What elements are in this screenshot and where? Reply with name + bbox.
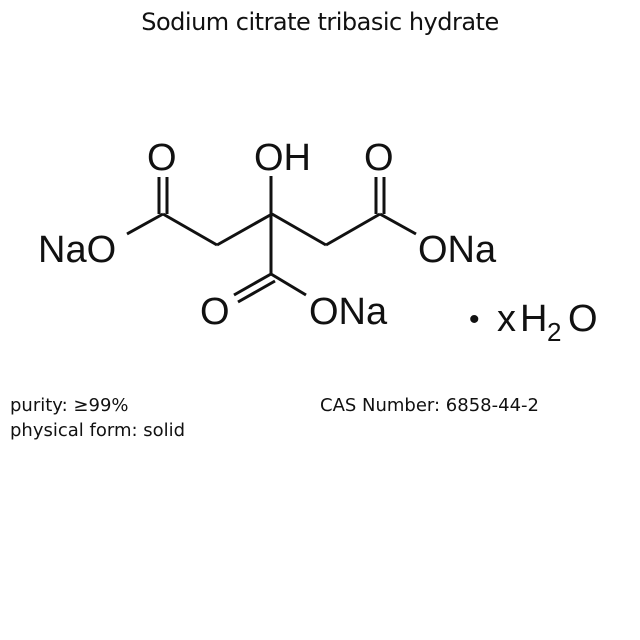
hydrate-x: x — [497, 298, 516, 340]
hydrate-h: H — [520, 298, 547, 340]
hydrate-subscript: 2 — [547, 317, 561, 347]
cas-number-text: CAS Number: 6858-44-2 — [320, 395, 539, 416]
physical-form-text: physical form: solid — [10, 420, 186, 441]
chemical-structure: O OH O NaO ONa O ONa • x H 2 O — [38, 137, 598, 347]
purity-text: purity: ≥99% — [10, 395, 129, 416]
hydrate-notation: • x H 2 O — [469, 298, 598, 347]
hydrate-o: O — [568, 298, 598, 340]
atom-nao-left: NaO — [38, 229, 116, 271]
hydrate-dot: • — [469, 303, 480, 336]
bonds — [126, 176, 417, 304]
compound-title: Sodium citrate tribasic hydrate — [141, 8, 499, 36]
atom-ona-bottom: ONa — [309, 291, 388, 333]
atom-o-top-right: O — [364, 137, 394, 179]
atom-o-bottom: O — [200, 291, 230, 333]
atom-oh: OH — [254, 137, 311, 179]
atom-o-top-left: O — [147, 137, 177, 179]
atom-ona-right: ONa — [418, 229, 497, 271]
